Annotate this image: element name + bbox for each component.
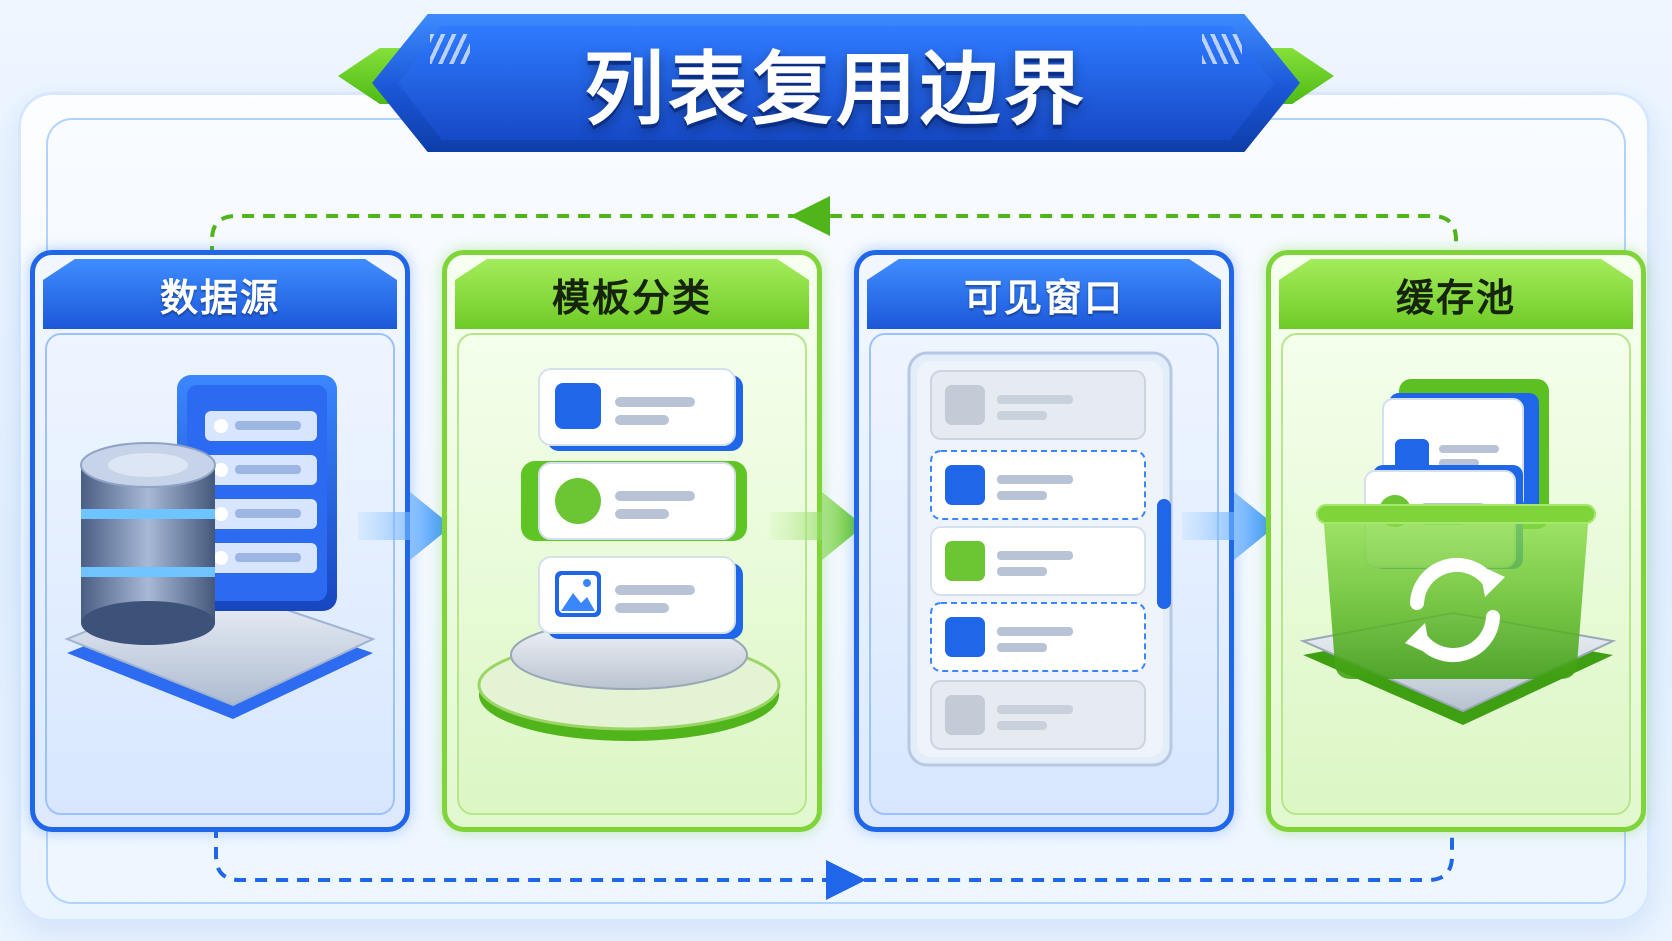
forward-path-arrowhead	[826, 860, 866, 900]
return-path-arrowhead	[790, 196, 830, 236]
stage-panel-cache-pool: 缓存池	[1266, 250, 1646, 832]
stage-body-data-source	[45, 333, 395, 815]
stage-label-template-classify: 模板分类	[455, 259, 809, 329]
stage-label-cache-pool: 缓存池	[1279, 259, 1633, 329]
stage-panel-visible-window: 可见窗口	[854, 250, 1234, 832]
stage-panel-data-source: 数据源	[30, 250, 410, 832]
stage-label-data-source: 数据源	[43, 259, 397, 329]
stage-body-visible-window	[869, 333, 1219, 815]
title-stripes-right	[1202, 34, 1242, 64]
page-title: 列表复用边界	[584, 43, 1088, 136]
stage-body-template-classify	[457, 333, 807, 815]
recycle-arrows-icon	[1410, 557, 1500, 663]
title-stripes-left	[430, 34, 470, 64]
stage-panel-template-classify: 模板分类	[442, 250, 822, 832]
title-banner-core	[398, 26, 1274, 140]
flow-arrow-2	[770, 492, 864, 560]
flow-arrow-3	[1182, 492, 1276, 560]
template-stack-icon	[477, 368, 781, 741]
list-window-icon	[907, 351, 1173, 767]
flow-arrow-1	[358, 492, 452, 560]
stage-label-visible-window: 可见窗口	[867, 259, 1221, 329]
database-icon	[64, 375, 376, 719]
stage-body-cache-pool	[1281, 333, 1631, 815]
recycle-bin-icon	[1299, 379, 1617, 725]
